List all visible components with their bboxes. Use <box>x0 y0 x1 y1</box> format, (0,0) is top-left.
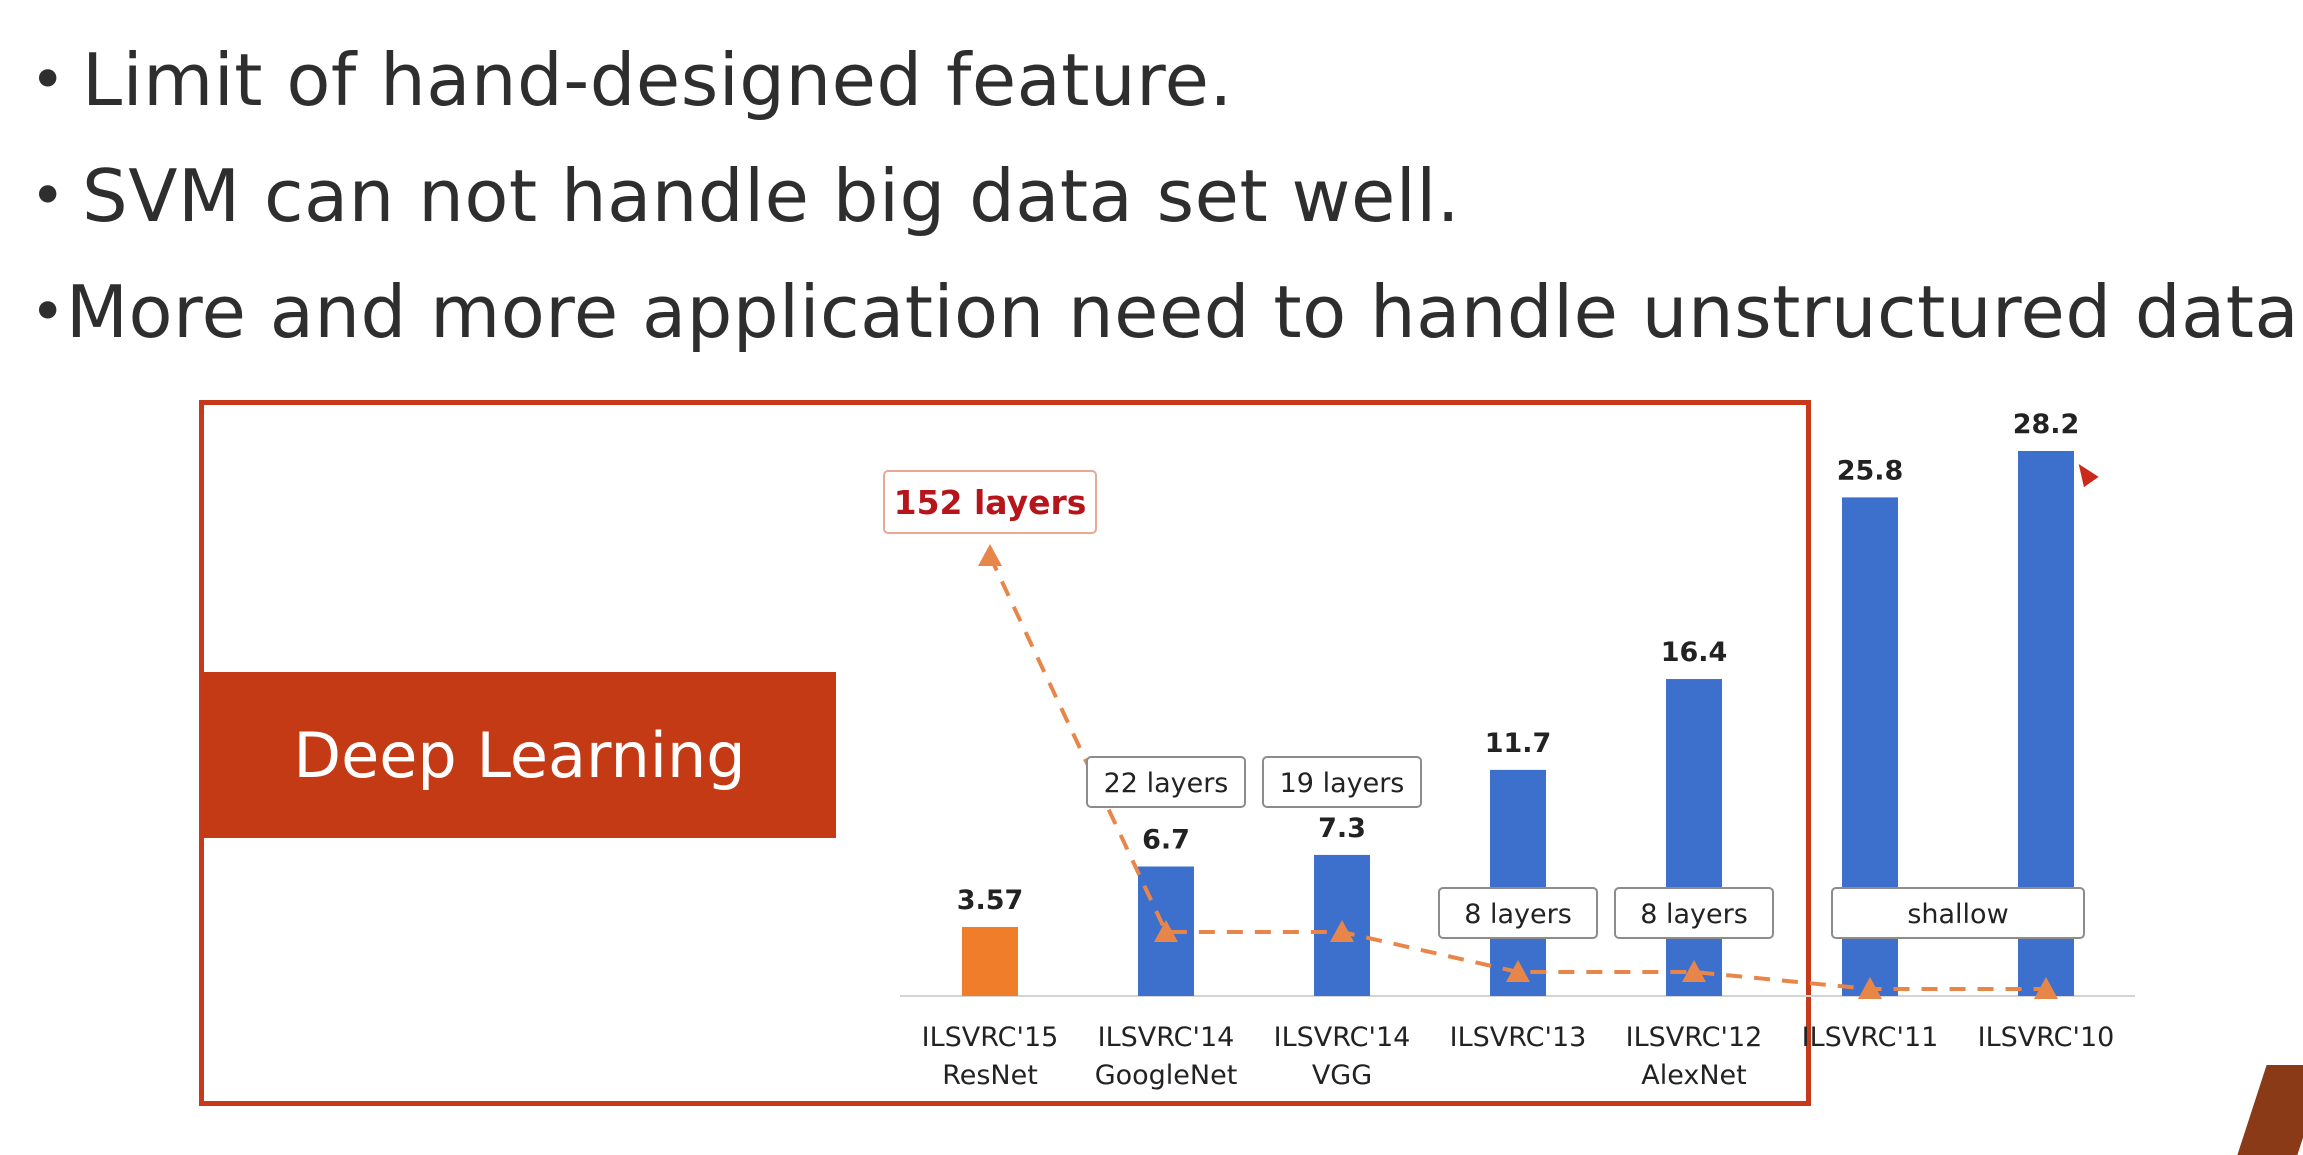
bullet-item-2: • SVM can not handle big data set well. <box>30 138 2290 254</box>
highlight-frame <box>199 400 1811 1106</box>
layer-marker-1 <box>1154 920 1178 942</box>
layer-label-1: 22 layers <box>1104 768 1229 799</box>
bar-4 <box>1666 679 1722 996</box>
layer-marker-5 <box>1858 977 1882 999</box>
value-label-4: 16.4 <box>1661 637 1728 668</box>
value-label-5: 25.8 <box>1837 455 1904 486</box>
value-label-0: 3.57 <box>957 885 1024 916</box>
value-label-2: 7.3 <box>1318 813 1366 844</box>
banner-label: Deep Learning <box>293 718 746 792</box>
bullet-item-3: • More and more application need to hand… <box>30 254 2303 370</box>
bullet-text: More and more application need to handle… <box>65 270 2303 354</box>
layer-label-0: 152 layers <box>894 483 1087 522</box>
bar-0 <box>962 927 1018 996</box>
layer-label-4: 8 layers <box>1640 899 1748 930</box>
tick-label-0-0: ILSVRC'15 <box>922 1022 1059 1053</box>
bullet-item-1: • Limit of hand-designed feature. <box>30 22 2290 138</box>
layer-marker-0 <box>978 544 1002 566</box>
layer-label-box-2 <box>1262 756 1422 808</box>
tick-label-2-0: ILSVRC'14 <box>1274 1022 1411 1053</box>
bullet-text: SVM can not handle big data set well. <box>82 154 1461 238</box>
value-label-3: 11.7 <box>1485 728 1552 759</box>
tick-label-1-1: GoogleNet <box>1095 1060 1238 1091</box>
tick-label-1-0: ILSVRC'14 <box>1098 1022 1235 1053</box>
layer-label-box-1 <box>1086 756 1246 808</box>
bullet-dot: • <box>30 161 66 231</box>
tick-label-5-0: ILSVRC'11 <box>1802 1022 1939 1053</box>
layer-marker-3 <box>1506 960 1530 982</box>
value-label-1: 6.7 <box>1142 825 1190 856</box>
layer-marker-6 <box>2034 977 2058 999</box>
tick-label-4-0: ILSVRC'12 <box>1626 1022 1763 1053</box>
bullet-list: • Limit of hand-designed feature. • SVM … <box>30 22 2303 370</box>
layer-marker-2 <box>1330 920 1354 942</box>
tick-label-2-1: VGG <box>1312 1060 1372 1091</box>
layer-label-5: shallow <box>1907 899 2008 930</box>
layer-label-2: 19 layers <box>1280 768 1405 799</box>
bullet-dot: • <box>30 277 66 347</box>
tick-label-0-1: ResNet <box>942 1060 1038 1091</box>
bullet-dot: • <box>30 45 66 115</box>
tick-label-4-1: AlexNet <box>1641 1060 1746 1091</box>
layer-label-box-3 <box>1438 887 1598 939</box>
bullet-text: Limit of hand-designed feature. <box>82 38 1233 122</box>
layer-marker-4 <box>1682 960 1706 982</box>
layer-label-box-0 <box>883 470 1097 534</box>
tick-label-3-0: ILSVRC'13 <box>1450 1022 1587 1053</box>
layer-label-box-5 <box>1831 887 2085 939</box>
value-label-6: 28.2 <box>2013 409 2080 440</box>
bar-3 <box>1490 769 1546 996</box>
layer-label-3: 8 layers <box>1464 899 1572 930</box>
deep-learning-banner: Deep Learning <box>203 672 836 838</box>
layer-label-box-4 <box>1614 887 1774 939</box>
tick-label-6-0: ILSVRC'10 <box>1978 1022 2115 1053</box>
